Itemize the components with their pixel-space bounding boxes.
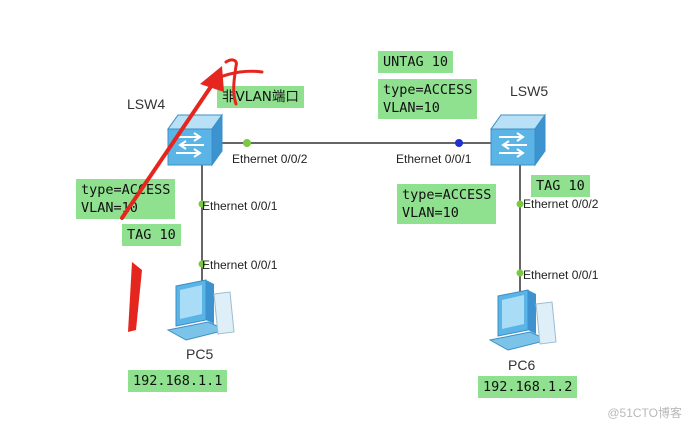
pc-icon[interactable] xyxy=(166,279,235,341)
lsw5-uplink-config-note: type=ACCESS VLAN=10 xyxy=(378,79,478,119)
tag-note-right: TAG 10 xyxy=(531,175,590,197)
pc6-ip-note: 192.168.1.2 xyxy=(478,376,578,398)
port-dot xyxy=(243,139,251,147)
port-label: Ethernet 0/0/2 xyxy=(232,152,308,166)
port-label: Ethernet 0/0/1 xyxy=(396,152,472,166)
switch-label-lsw5: LSW5 xyxy=(510,83,549,99)
port-dot xyxy=(198,260,206,268)
port-dot xyxy=(516,269,524,277)
switch-icon[interactable] xyxy=(490,113,546,167)
pc-label-pc6: PC6 xyxy=(508,357,536,373)
tag-note-left: TAG 10 xyxy=(122,224,181,246)
port-label: Ethernet 0/0/1 xyxy=(523,268,599,282)
pc-label-pc5: PC5 xyxy=(186,346,214,362)
port-dot xyxy=(455,139,463,147)
pc5-ip-note: 192.168.1.1 xyxy=(128,370,228,392)
watermark: @51CTO博客 xyxy=(607,406,682,420)
switch-icon[interactable] xyxy=(167,113,223,167)
untag-note: UNTAG 10 xyxy=(378,51,454,73)
switch-label-lsw4: LSW4 xyxy=(127,96,166,112)
non-vlan-port-note: 非VLAN端口 xyxy=(217,86,304,108)
port-label: Ethernet 0/0/1 xyxy=(202,199,278,213)
port-label: Ethernet 0/0/2 xyxy=(523,197,599,211)
port-dot xyxy=(516,200,524,208)
pc-icon[interactable] xyxy=(488,289,557,351)
lsw4-config-note: type=ACCESS VLAN=10 xyxy=(76,179,176,219)
lsw5-down-config-note: type=ACCESS VLAN=10 xyxy=(397,184,497,224)
port-label: Ethernet 0/0/1 xyxy=(202,258,278,272)
